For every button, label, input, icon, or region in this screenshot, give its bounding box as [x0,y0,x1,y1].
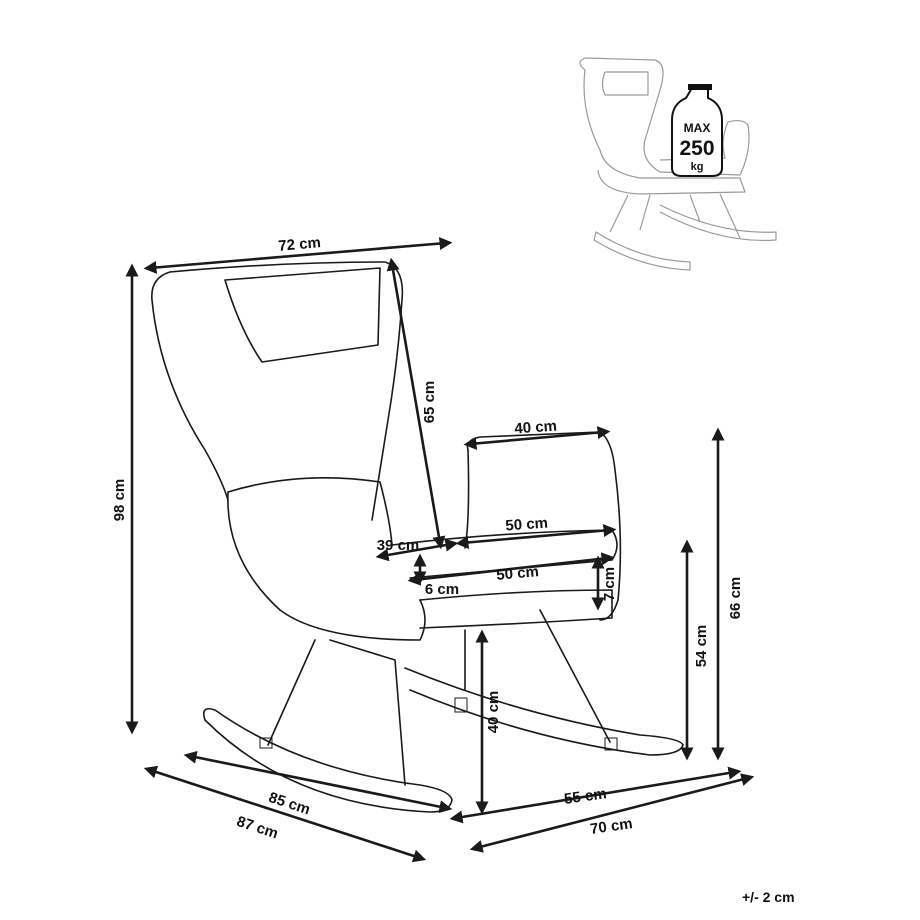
label-seat-height: 40 cm [485,691,502,734]
label-seat-cushion-offset: 6 cm [425,581,459,598]
label-base-width-outer: 70 cm [589,815,633,838]
max-load-unit: kg [691,161,704,173]
label-armrest-height: 66 cm [727,577,744,620]
tolerance-note: +/- 2 cm [742,889,795,905]
label-seat-back-gap: 39 cm [377,537,420,554]
label-rocker-depth-inner: 85 cm [267,789,313,818]
max-load-label: MAX [684,121,711,135]
max-load-value: 250 [679,137,714,160]
label-seat-width-upper: 50 cm [505,515,549,535]
label-base-width-inner: 55 cm [563,785,607,808]
label-seat-top-height: 54 cm [693,625,710,668]
label-rocker-depth-outer: 87 cm [235,813,281,842]
thumbnail-chair [579,57,777,271]
label-total-height: 98 cm [111,479,128,522]
label-total-width: 72 cm [278,234,322,255]
dimension-labels: 72 cm 65 cm 40 cm 39 cm 50 cm 50 cm 6 cm… [111,234,795,905]
label-seat-thickness: 7 cm [601,567,618,601]
max-load-badge: MAX 250 kg [671,84,723,177]
dimension-lines [125,237,755,863]
label-armrest-length: 40 cm [514,418,558,438]
label-seat-width-lower: 50 cm [496,563,540,584]
label-backrest-height: 65 cm [421,381,438,424]
